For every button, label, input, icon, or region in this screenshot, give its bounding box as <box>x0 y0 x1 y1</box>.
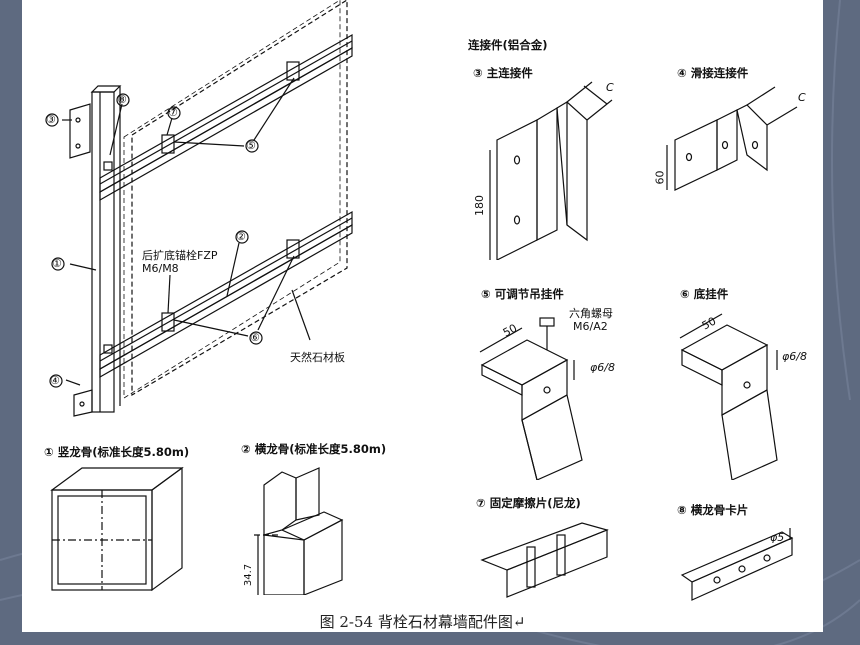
main-connector-drawing <box>489 81 613 260</box>
hex-nut-label: 六角螺母 <box>569 307 613 320</box>
main-connector-dim-h: 180 <box>473 195 486 216</box>
slide-connector-label: ④ 滑接连接件 <box>677 66 749 80</box>
adjustable-hanger-label: ⑤ 可调节吊挂件 <box>481 287 564 301</box>
hex-nut-size-label: M6/A2 <box>573 320 608 333</box>
marker-4: ④ <box>50 374 60 387</box>
marker-6: ⑥ <box>250 331 260 344</box>
base-hanger-hole: φ6/8 <box>782 350 807 363</box>
anchor-label: 后扩底锚栓FZP <box>142 249 218 262</box>
curtain-wall-assembly-drawing <box>45 0 353 417</box>
friction-pad-label: ⑦ 固定摩擦片(尼龙) <box>476 496 581 510</box>
rail-clip-label: ⑧ 横龙骨卡片 <box>677 503 749 517</box>
connectors-title: 连接件(铝合金) <box>468 38 548 52</box>
slide-connector-drawing <box>666 86 798 191</box>
vertical-profile-label: ① 竖龙骨(标准长度5.80m) <box>44 445 190 459</box>
adjustable-hanger-drawing <box>479 317 583 480</box>
rail-clip-drawing <box>680 528 794 601</box>
adjustable-hanger-hole: φ6/8 <box>590 361 615 374</box>
main-connector-dim-c: C <box>606 81 614 94</box>
marker-3: ③ <box>46 113 56 126</box>
base-hanger-label: ⑥ 底挂件 <box>680 287 729 301</box>
main-connector-label: ③ 主连接件 <box>473 66 533 80</box>
marker-5: ⑤ <box>246 139 256 152</box>
horizontal-profile-dim: 34.7 <box>243 563 255 587</box>
slide-connector-dim-h: 60 <box>653 170 667 185</box>
horizontal-profile-label: ② 横龙骨(标准长度5.80m) <box>241 442 387 456</box>
marker-1: ① <box>52 257 62 270</box>
friction-pad-drawing <box>480 522 609 598</box>
figure-caption: 图 2-54 背栓石材幕墙配件图↵ <box>319 613 526 631</box>
figure-panel: ③ ⑧ ⑦ ⑤ ① ② ⑥ ④ 后扩底锚栓FZP M6/M8 天然石材板 连接件… <box>22 0 823 632</box>
marker-2: ② <box>236 230 246 243</box>
horizontal-profile-drawing <box>254 467 344 595</box>
rail-clip-hole: φ5 <box>770 531 785 544</box>
stone-panel-label: 天然石材板 <box>290 351 345 364</box>
slide-connector-dim-c: C <box>798 91 806 104</box>
base-hanger-drawing <box>679 313 778 480</box>
anchor-size-label: M6/M8 <box>142 262 179 275</box>
marker-8: ⑧ <box>117 93 127 106</box>
marker-7: ⑦ <box>168 106 178 119</box>
vertical-profile-drawing <box>50 466 184 592</box>
